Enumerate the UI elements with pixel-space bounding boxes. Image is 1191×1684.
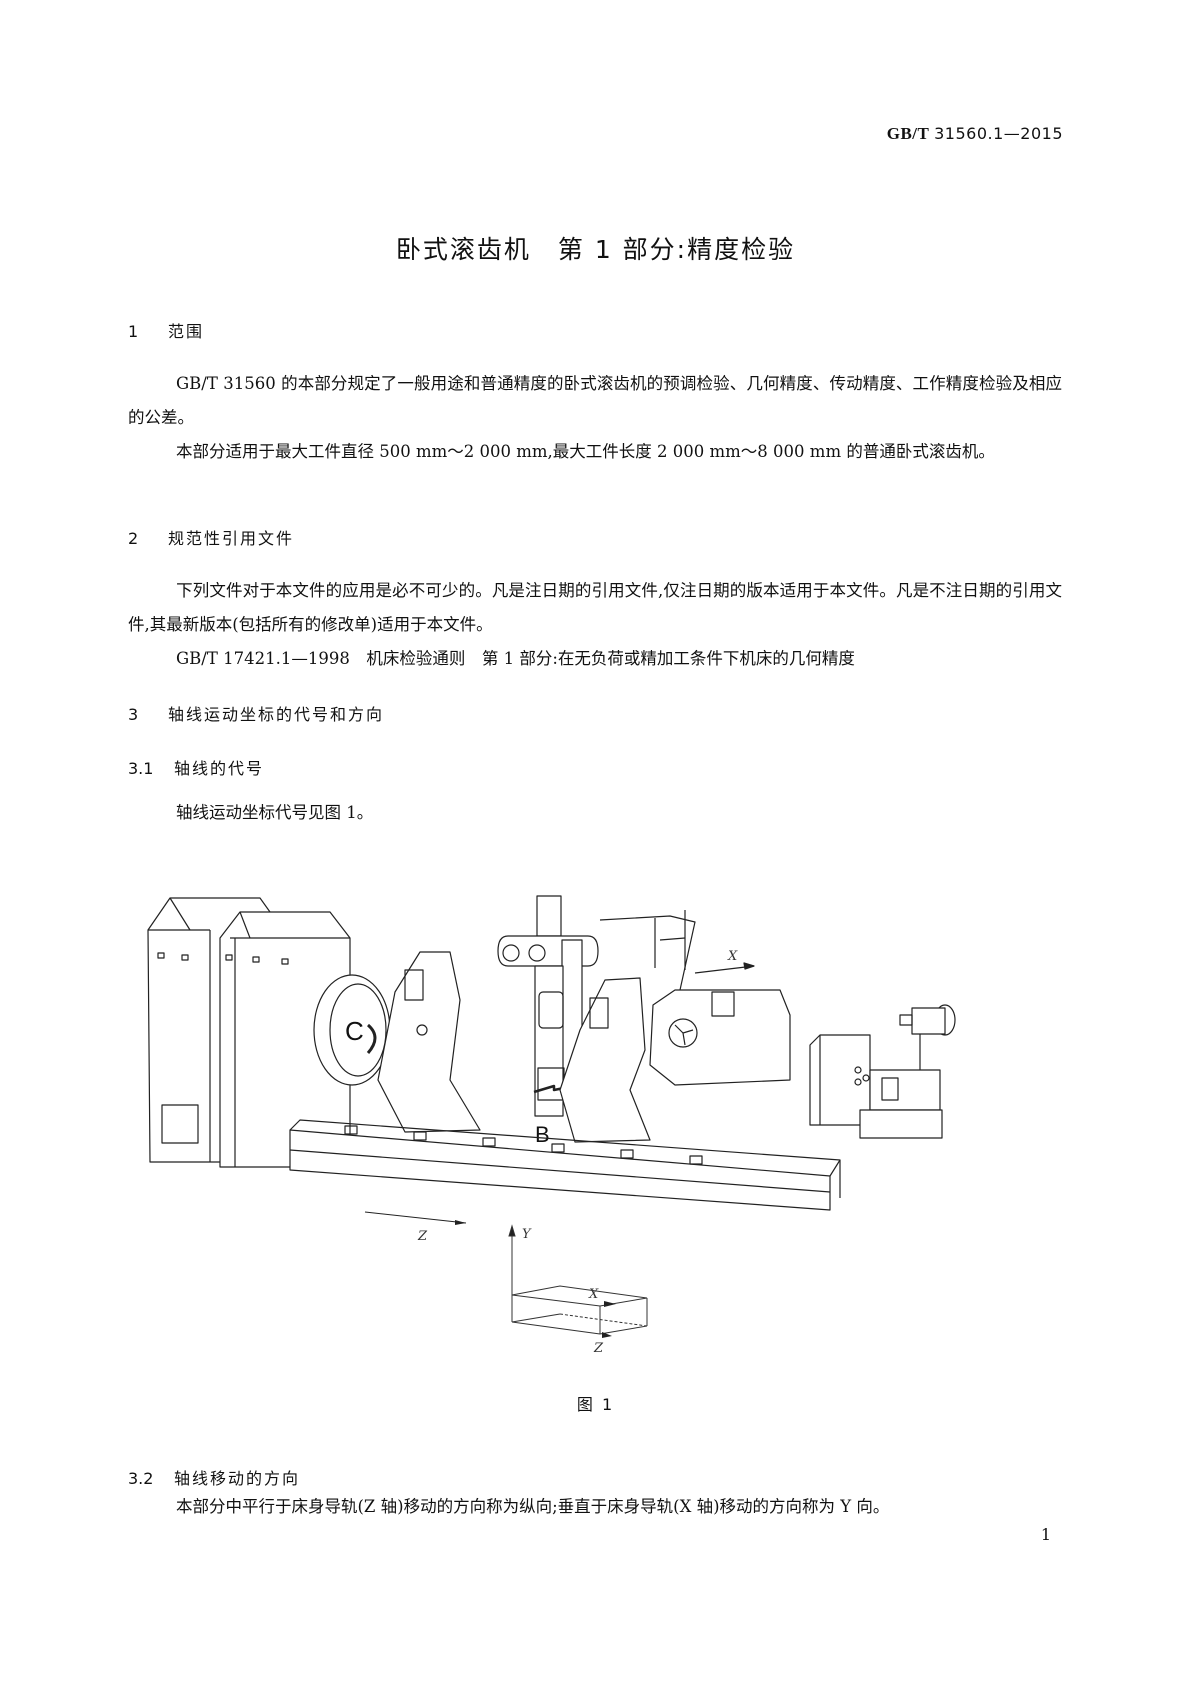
section-3-heading: 3 轴线运动坐标的代号和方向 [128,701,384,725]
document-title: 卧式滚齿机 第 1 部分:精度检验 [395,235,796,264]
section-1-heading: 1 范围 [128,318,204,342]
section-number: 3 [128,705,139,724]
paragraph-text: 本部分适用于最大工件直径 500 mm～2 000 mm,最大工件长度 2 00… [176,442,995,461]
paragraph-text: GB/T 31560 的本部分规定了一般用途和普通精度的卧式滚齿机的预调检验、几… [128,374,1062,427]
section-1-paragraph-2: 本部分适用于最大工件直径 500 mm～2 000 mm,最大工件长度 2 00… [128,435,1062,469]
z-axis-arrow: Z [364,1211,467,1244]
section-number: 1 [128,322,139,341]
section-2-paragraph-1: 下列文件对于本文件的应用是必不可少的。凡是注日期的引用文件,仅注日期的版本适用于… [128,574,1062,642]
section-number: 3.2 [128,1469,154,1488]
coord-x-label: X [588,1287,599,1302]
section-3-1-heading: 3.1 轴线的代号 [128,755,264,779]
standard-prefix: GB/T [886,124,930,143]
reference-text: GB/T 17421.1—1998 机床检验通则 第 1 部分:在无负荷或精加工… [176,649,855,668]
section-3-2-paragraph: 本部分中平行于床身导轨(Z 轴)移动的方向称为纵向;垂直于床身导轨(X 轴)移动… [128,1490,1062,1524]
paragraph-text: 本部分中平行于床身导轨(Z 轴)移动的方向称为纵向;垂直于床身导轨(X 轴)移动… [176,1497,890,1516]
paragraph-text: 轴线运动坐标代号见图 1。 [176,803,374,822]
section-title: 范围 [168,322,205,341]
page-number: 1 [1040,1525,1051,1544]
section-title: 轴线移动的方向 [174,1469,301,1488]
section-title: 规范性引用文件 [168,529,295,548]
section-2-heading: 2 规范性引用文件 [128,525,294,549]
standard-number: 31560.1—2015 [934,124,1063,143]
rotation-b-label: B [535,1122,550,1147]
coord-y-label: Y [522,1227,532,1242]
rotation-c-label: C [345,1016,364,1046]
section-3-1-paragraph: 轴线运动坐标代号见图 1。 [128,796,1062,830]
machine-drawing: C B X [147,895,956,1211]
section-title: 轴线的代号 [174,759,265,778]
figure-caption: 图 1 [576,1395,615,1414]
coordinate-system-diagram: Y X Z [508,1224,648,1356]
paragraph-text: 下列文件对于本文件的应用是必不可少的。凡是注日期的引用文件,仅注日期的版本适用于… [128,581,1062,634]
section-number: 3.1 [128,759,154,778]
section-title: 轴线运动坐标的代号和方向 [168,705,385,724]
coord-z-label: Z [593,1341,604,1356]
z-axis-label: Z [417,1229,428,1244]
normative-reference: GB/T 17421.1—1998 机床检验通则 第 1 部分:在无负荷或精加工… [128,642,1062,676]
standard-code: GB/T 31560.1—2015 [887,124,1063,144]
section-3-2-heading: 3.2 轴线移动的方向 [128,1465,300,1489]
x-axis-label: X [727,949,738,964]
section-number: 2 [128,529,139,548]
section-1-paragraph-1: GB/T 31560 的本部分规定了一般用途和普通精度的卧式滚齿机的预调检验、几… [128,367,1062,435]
